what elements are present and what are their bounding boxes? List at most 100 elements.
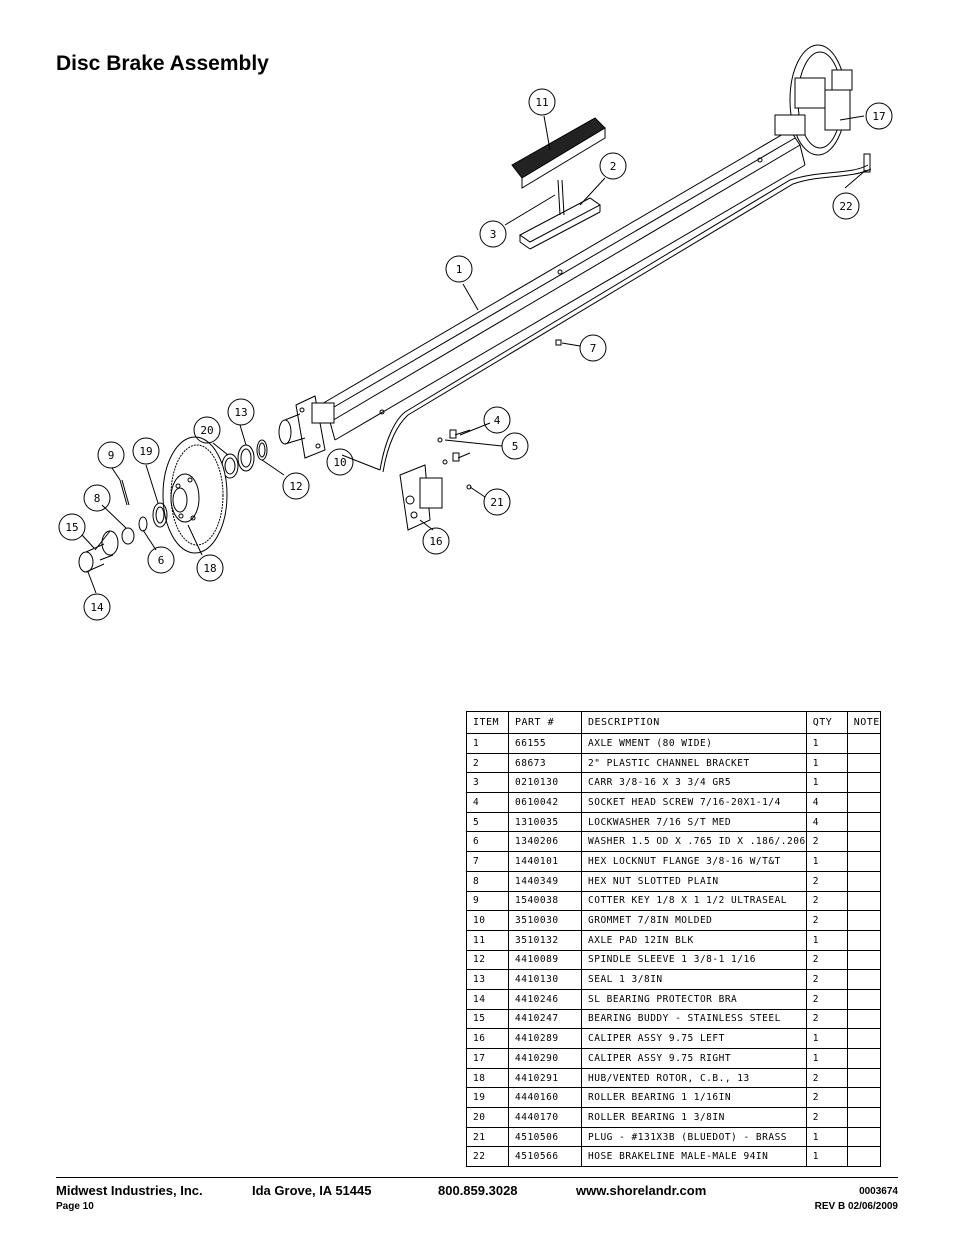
footer-website[interactable]: www.shorelandr.com (576, 1183, 707, 1198)
cell-part: 1310035 (508, 811, 582, 833)
cell-qty: 2 (805, 831, 848, 853)
callout-19: 19 (139, 445, 152, 458)
cell-part: 4510566 (508, 1146, 582, 1168)
right-hub-assembly (774, 44, 853, 156)
cell-qty: 1 (805, 752, 848, 774)
page-title: Disc Brake Assembly (56, 52, 269, 75)
callout-8: 8 (94, 492, 101, 505)
callout-11: 11 (535, 96, 548, 109)
cell-item: 4 (466, 792, 509, 813)
cell-part: 3510030 (508, 910, 582, 931)
cell-part: 4410130 (508, 969, 582, 990)
cell-item: 17 (466, 1048, 509, 1069)
cell-note (846, 1067, 881, 1089)
seals-bearings (221, 439, 268, 479)
leader-lines (81, 115, 867, 594)
callout-15: 15 (65, 521, 78, 534)
cell-note (846, 1048, 881, 1069)
cell-description: AXLE WMENT (80 WIDE) (581, 733, 807, 754)
cell-description: SL BEARING PROTECTOR BRA (581, 988, 807, 1010)
cell-description: SEAL 1 3/8IN (581, 969, 807, 990)
cell-item: 9 (466, 890, 509, 912)
cell-description: HOSE BRAKELINE MALE-MALE 94IN (581, 1146, 807, 1168)
caliper-bolts (437, 339, 562, 490)
cell-note (846, 851, 881, 872)
cell-item: 21 (466, 1126, 509, 1148)
callout-9: 9 (108, 449, 115, 462)
cell-qty: 1 (805, 1146, 848, 1168)
cell-item: 6 (466, 831, 509, 853)
cell-description: CALIPER ASSY 9.75 LEFT (581, 1028, 807, 1049)
cell-part: 1440349 (508, 870, 582, 892)
left-rotor-hub (162, 436, 228, 554)
callout-10: 10 (333, 456, 346, 469)
cell-part: 0210130 (508, 772, 582, 794)
left-caliper (399, 464, 443, 531)
cell-qty: 2 (805, 1067, 848, 1089)
header-description: DESCRIPTION (581, 711, 807, 734)
cell-note (846, 733, 881, 754)
cell-item: 18 (466, 1067, 509, 1089)
bearing-buddy (78, 530, 119, 573)
callout-6: 6 (158, 554, 165, 567)
callout-16: 16 (429, 535, 442, 548)
cell-note (846, 988, 881, 1010)
cell-qty: 1 (805, 1048, 848, 1069)
cell-description: COTTER KEY 1/8 X 1 1/2 ULTRASEAL (581, 890, 807, 912)
callout-1: 1 (456, 263, 463, 276)
axle-pad (511, 117, 606, 189)
cell-description: SOCKET HEAD SCREW 7/16-20X1-1/4 (581, 792, 807, 813)
cell-description: HEX LOCKNUT FLANGE 3/8-16 W/T&T (581, 851, 807, 872)
cell-note (846, 910, 881, 931)
cell-note (846, 1107, 881, 1128)
cell-item: 2 (466, 752, 509, 774)
cell-description: GROMMET 7/8IN MOLDED (581, 910, 807, 931)
header-part: PART # (508, 711, 582, 734)
cell-qty: 1 (805, 851, 848, 872)
cell-item: 8 (466, 870, 509, 892)
cell-description: ROLLER BEARING 1 1/16IN (581, 1087, 807, 1109)
callout-21: 21 (490, 496, 503, 509)
cell-note (846, 1146, 881, 1168)
callout-5: 5 (512, 440, 519, 453)
axle-tube (319, 129, 806, 441)
cell-qty: 1 (805, 733, 848, 754)
cell-item: 14 (466, 988, 509, 1010)
cell-description: BEARING BUDDY - STAINLESS STEEL (581, 1008, 807, 1030)
cell-item: 3 (466, 772, 509, 794)
cell-part: 4410289 (508, 1028, 582, 1049)
bearing-19 (152, 502, 168, 528)
cell-qty: 2 (805, 890, 848, 912)
cell-note (846, 811, 881, 833)
cell-qty: 1 (805, 772, 848, 794)
cell-part: 0610042 (508, 792, 582, 813)
callout-circles (58, 88, 893, 621)
cell-item: 13 (466, 969, 509, 990)
cell-qty: 1 (805, 1028, 848, 1049)
cell-note (846, 752, 881, 774)
cell-note (846, 870, 881, 892)
cell-item: 19 (466, 1087, 509, 1109)
cell-qty: 1 (805, 1126, 848, 1148)
cell-qty: 4 (805, 811, 848, 833)
table-header-row: ITEM PART # DESCRIPTION QTY NOTE (466, 711, 881, 734)
channel-bracket (519, 179, 601, 250)
cell-qty: 2 (805, 949, 848, 971)
cell-part: 1440101 (508, 851, 582, 872)
cell-note (846, 890, 881, 912)
cell-description: CARR 3/8-16 X 3 3/4 GR5 (581, 772, 807, 794)
cell-note (846, 792, 881, 813)
cell-qty: 1 (805, 929, 848, 951)
